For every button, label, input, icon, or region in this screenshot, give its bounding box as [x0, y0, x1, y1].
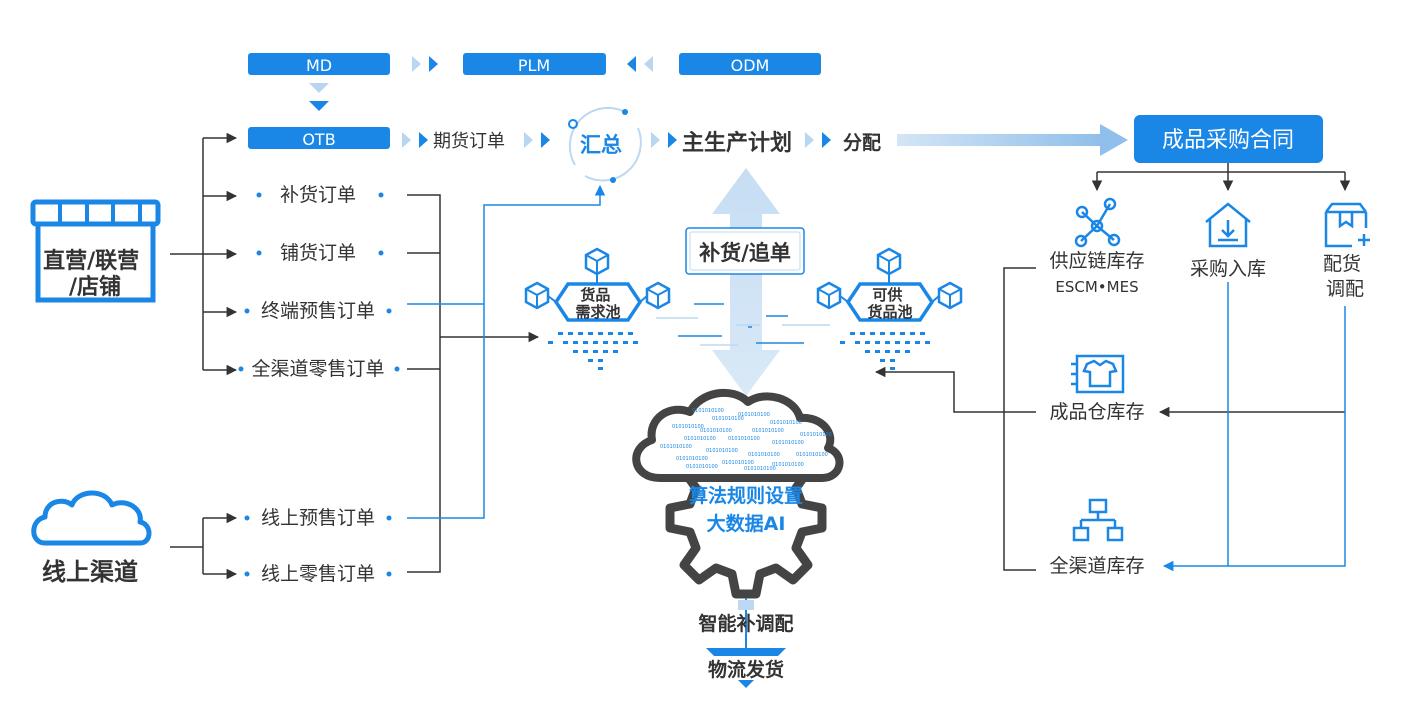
store-icon	[30, 199, 161, 303]
svg-text:0101010100: 0101010100	[676, 456, 708, 462]
demand-pool-label: 货品 需求池	[575, 286, 620, 321]
algo-label: 算法规则设置	[689, 484, 803, 507]
demand-pool: 货品 需求池	[524, 247, 671, 370]
cloud-icon	[632, 389, 844, 482]
flow-chevron-3	[651, 132, 677, 148]
svg-text:0101010100: 0101010100	[692, 408, 724, 414]
binary-data: 0101010100 0101010100 0101010100 0101010…	[660, 408, 832, 472]
warehouse-label: 成品仓库存	[1049, 401, 1144, 423]
md-box: MD	[248, 53, 390, 75]
cube-icon	[816, 281, 842, 310]
right-connectors	[874, 267, 1346, 572]
svg-text:0101010100: 0101010100	[752, 428, 784, 434]
purchase-contract-box: 成品采购合同	[1134, 115, 1323, 163]
cube-icon	[937, 281, 963, 310]
pool-data-lines	[656, 303, 830, 346]
offline-channel-label: 直营/联营 /店铺	[43, 248, 147, 300]
bigdata-label: 大数据AI	[707, 512, 786, 535]
svg-text:0101010100: 0101010100	[728, 436, 760, 442]
shirt-rack-icon	[1071, 354, 1125, 394]
odm-box: ODM	[679, 53, 821, 75]
svg-text:0101010100: 0101010100	[684, 436, 716, 442]
plm-label: PLM	[518, 56, 550, 75]
supply-pool-label: 可供 货品池	[867, 286, 912, 321]
contract-branches	[1091, 163, 1351, 192]
replenish-chase-label: 补货/追单	[698, 241, 791, 265]
svg-text:0101010100: 0101010100	[712, 416, 744, 422]
omni-retail-order-label: 全渠道零售订单	[251, 358, 384, 380]
futures-order-label: 期货订单	[433, 131, 505, 152]
svg-text:0101010100: 0101010100	[770, 420, 802, 426]
smart-alloc-label: 智能补调配	[698, 612, 793, 635]
svg-text:0101010100: 0101010100	[700, 428, 732, 434]
orders-collector	[407, 194, 540, 573]
svg-text:0101010100: 0101010100	[796, 452, 828, 458]
otb-box: OTB	[248, 127, 390, 149]
plm-box: PLM	[463, 53, 606, 75]
purchase-contract-label: 成品采购合同	[1162, 128, 1294, 153]
purchase-in-label: 采购入库	[1190, 258, 1266, 280]
online-connectors	[170, 512, 238, 580]
down-chevron-icon	[309, 83, 329, 111]
cube-icon	[876, 247, 902, 276]
to-contract-arrow	[897, 124, 1128, 156]
svg-text:0101010100: 0101010100	[738, 412, 770, 418]
inbox-download-icon	[1205, 202, 1251, 248]
bottom-flow: 智能补调配 物流发货	[698, 598, 794, 688]
logistics-label: 物流发货	[708, 658, 784, 681]
cloud-icon	[31, 490, 152, 546]
svg-text:0101010100: 0101010100	[686, 464, 718, 470]
supply-pool: 可供 货品池	[816, 247, 963, 370]
md-label: MD	[306, 56, 332, 75]
supply-chain-label: 供应链库存	[1049, 250, 1144, 272]
svg-text:0101010100: 0101010100	[722, 460, 754, 466]
odm-label: ODM	[731, 56, 770, 75]
box-plus-icon	[1324, 202, 1370, 248]
online-retail-order-label: 线上零售订单	[261, 563, 375, 585]
offline-connectors	[170, 132, 238, 376]
right-chevron-icon	[412, 56, 438, 72]
hierarchy-icon	[1072, 498, 1124, 542]
allocation-adjust-label: 配货 调配	[1323, 253, 1367, 300]
escm-label: ESCM•MES	[1055, 278, 1138, 296]
replenish-order-label: 补货订单	[280, 184, 356, 206]
cube-icon	[645, 281, 671, 310]
cube-icon	[524, 281, 550, 310]
terminal-presale-order-label: 终端预售订单	[261, 300, 375, 322]
svg-text:0101010100: 0101010100	[800, 432, 832, 438]
summary-label: 汇总	[580, 133, 622, 157]
online-channel-label: 线上渠道	[42, 558, 138, 586]
flow-chevron-2	[524, 132, 550, 148]
summary-ring: 汇总	[568, 106, 642, 183]
master-plan-label: 主生产计划	[682, 131, 792, 156]
replenish-chase-box: 补货/追单	[685, 227, 805, 275]
supply-pool-dots	[840, 332, 930, 370]
svg-text:0101010100: 0101010100	[772, 462, 804, 468]
distribute-order-label: 铺货订单	[280, 242, 356, 264]
network-icon	[1074, 197, 1121, 248]
otb-label: OTB	[302, 130, 335, 149]
presale-to-summary	[407, 184, 606, 519]
svg-text:0101010100: 0101010100	[744, 466, 776, 472]
flow-chevron-4	[805, 132, 831, 148]
demand-pool-dots	[548, 332, 638, 370]
online-presale-order-label: 线上预售订单	[261, 507, 375, 529]
svg-text:0101010100: 0101010100	[672, 424, 704, 430]
flow-chevron-1	[402, 132, 428, 148]
allocation-label: 分配	[843, 132, 881, 154]
svg-text:0101010100: 0101010100	[660, 444, 692, 450]
svg-text:0101010100: 0101010100	[748, 452, 780, 458]
omni-inventory-label: 全渠道库存	[1049, 555, 1144, 577]
order-list: 补货订单 铺货订单 终端预售订单 全渠道零售订单 线上预售订单 线上零售订单	[238, 184, 400, 585]
svg-text:0101010100: 0101010100	[706, 448, 738, 454]
left-chevron-icon	[627, 56, 653, 72]
svg-text:0101010100: 0101010100	[772, 440, 804, 446]
cube-icon	[584, 247, 610, 276]
vertical-double-arrow	[712, 168, 780, 396]
